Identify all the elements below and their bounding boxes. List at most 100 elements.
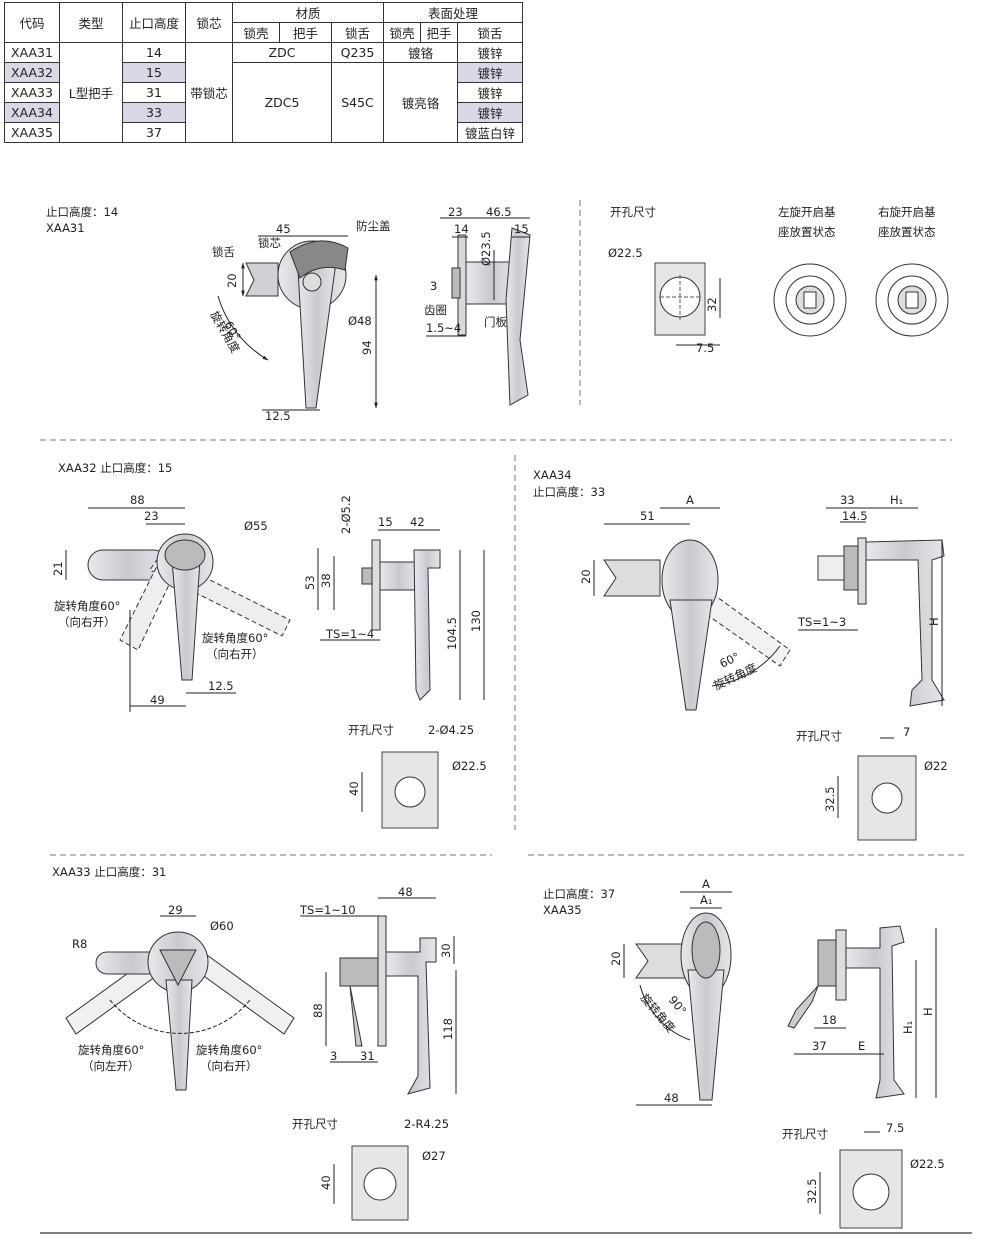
xaa33-dim-88: 88 bbox=[311, 1003, 325, 1018]
xaa34-dim-51: 51 bbox=[640, 509, 655, 523]
xaa32-dim-40: 40 bbox=[347, 781, 361, 796]
xaa35-front-dims bbox=[623, 891, 732, 1106]
xaa32-title: XAA32 止口高度：15 bbox=[58, 461, 172, 475]
xaa32-dim-21: 21 bbox=[51, 561, 65, 576]
xaa32-front-view bbox=[87, 533, 291, 681]
xaa31-label-core: 锁芯 bbox=[258, 236, 281, 250]
xaa33-dim-27: Ø27 bbox=[422, 1149, 446, 1163]
xaa32-dim-88: 88 bbox=[130, 493, 145, 507]
sub-tongue: 锁舌 bbox=[331, 22, 384, 43]
xaa35-title-code: XAA35 bbox=[543, 903, 582, 917]
xaa32-dim-49: 49 bbox=[150, 693, 165, 707]
table-row: XAA32 15 ZDC5 S45C 镀亮铬 镀锌 bbox=[4, 62, 523, 143]
col-type: 类型 bbox=[59, 2, 123, 43]
xaa35-dim-37: 37 bbox=[812, 1039, 827, 1053]
xaa32-dim-1045: 104.5 bbox=[445, 617, 459, 650]
xaa31-side-dims bbox=[426, 217, 530, 337]
xaa32-rot-left: 旋转角度60° bbox=[54, 599, 120, 613]
drawing-xaa31: 止口高度：14 XAA31 45 20 60° 旋转角度 Ø48 94 12.5… bbox=[46, 205, 949, 423]
xaa32-dim-53: 53 bbox=[303, 575, 317, 590]
drawing-xaa33: XAA33 止口高度：31 29 Ø60 R8 旋转角度60° （向左开） 旋转… bbox=[52, 865, 457, 1221]
cell-mat-tongue: S45C bbox=[331, 62, 384, 143]
cell-type: L型把手 bbox=[59, 42, 123, 143]
xaa33-cutout-label: 开孔尺寸 bbox=[292, 1117, 338, 1131]
sub-tongue-surface: 锁舌 bbox=[457, 22, 523, 43]
xaa32-side-view bbox=[361, 539, 441, 701]
xaa31-label-gear: 齿圈 bbox=[424, 303, 447, 317]
xaa33-rot-right-2: （向右开） bbox=[200, 1059, 258, 1073]
xaa31-dim-20: 20 bbox=[225, 273, 239, 288]
xaa34-cutout-hole bbox=[871, 782, 903, 814]
xaa33-rot-right: 旋转角度60° bbox=[196, 1043, 262, 1057]
cell-lock: 带锁芯 bbox=[185, 42, 233, 143]
xaa34-dim-145: 14.5 bbox=[842, 509, 868, 523]
xaa31-title-height: 止口高度：14 bbox=[46, 205, 118, 219]
xaa33-front-dims bbox=[109, 915, 251, 1034]
xaa34-front-dims bbox=[593, 507, 781, 687]
xaa33-dim-29: 29 bbox=[168, 903, 183, 917]
xaa35-dim-H: H bbox=[921, 1007, 935, 1016]
xaa33-dim-60: Ø60 bbox=[210, 919, 234, 933]
xaa31-dim-154: 1.5~4 bbox=[426, 321, 461, 335]
xaa33-dim-118: 118 bbox=[441, 1018, 455, 1040]
xaa33-dim-R8: R8 bbox=[72, 937, 87, 951]
xaa32-dim-23: 23 bbox=[144, 509, 159, 523]
xaa35-dim-20: 20 bbox=[609, 951, 623, 966]
xaa31-dim-125: 12.5 bbox=[265, 409, 291, 423]
xaa34-dim-20: 20 bbox=[579, 569, 593, 584]
xaa35-front-view bbox=[635, 912, 732, 1101]
xaa34-side-dims bbox=[798, 507, 943, 706]
xaa35-dim-75: 7.5 bbox=[886, 1121, 904, 1135]
xaa31-front-dims bbox=[217, 235, 378, 411]
xaa33-rot-left: 旋转角度60° bbox=[78, 1043, 144, 1057]
col-code: 代码 bbox=[4, 2, 60, 43]
xaa31-dim-14: 14 bbox=[454, 222, 469, 236]
xaa32-dim-130: 130 bbox=[469, 610, 483, 632]
xaa31-dim-32: 32 bbox=[705, 297, 719, 312]
xaa31-label-dust: 防尘盖 bbox=[356, 219, 391, 233]
spec-table: 代码 类型 止口高度 锁芯 材质 表面处理 锁壳 把手 锁舌 锁壳 把手 锁舌 … bbox=[4, 2, 523, 143]
xaa32-cutout-label: 开孔尺寸 bbox=[348, 723, 394, 737]
cell-height: 33 bbox=[122, 102, 186, 123]
xaa35-dim-H1: H₁ bbox=[901, 1021, 915, 1034]
sub-shell: 锁壳 bbox=[232, 22, 280, 43]
xaa31-left-base bbox=[773, 263, 847, 337]
xaa33-rot-left-2: （向左开） bbox=[82, 1059, 140, 1073]
xaa32-dim-252: 2-Ø5.2 bbox=[339, 495, 353, 534]
cell-code: XAA33 bbox=[4, 82, 60, 103]
xaa33-title: XAA33 止口高度：31 bbox=[52, 865, 166, 879]
sub-handle-surface: 把手 bbox=[420, 22, 458, 43]
xaa32-front-dims bbox=[65, 507, 236, 712]
xaa32-cutout-hole bbox=[394, 776, 426, 808]
xaa34-ts: TS=1~3 bbox=[797, 615, 846, 629]
xaa35-dim-48: 48 bbox=[664, 1091, 679, 1105]
xaa33-dim-3: 3 bbox=[330, 1049, 337, 1063]
xaa32-dim-42: 42 bbox=[410, 515, 425, 529]
drawing-xaa32: XAA32 止口高度：15 88 23 Ø55 21 49 12.5 旋转角度6… bbox=[51, 461, 487, 829]
xaa32-rot-left-2: （向右开） bbox=[58, 615, 116, 629]
xaa34-dim-33: 33 bbox=[840, 493, 855, 507]
xaa35-dim-A1: A₁ bbox=[700, 893, 712, 907]
cell-height: 31 bbox=[122, 82, 186, 103]
xaa34-dim-7: 7 bbox=[903, 725, 910, 739]
xaa35-cutout-hole bbox=[852, 1173, 890, 1211]
cell-code: XAA35 bbox=[4, 122, 60, 143]
xaa34-cutout-label: 开孔尺寸 bbox=[796, 729, 842, 743]
xaa31-dim-15: 15 bbox=[514, 222, 529, 236]
table-row: XAA35 37 镀蓝白锌 bbox=[4, 122, 523, 143]
table-header-row: 代码 类型 止口高度 锁芯 材质 表面处理 bbox=[4, 2, 523, 43]
xaa33-cutout-hole bbox=[363, 1167, 397, 1201]
cell-surf-tongue: 镀锌 bbox=[457, 102, 523, 123]
cell-surf-tongue: 镀蓝白锌 bbox=[457, 122, 523, 143]
xaa34-side-view bbox=[817, 537, 945, 707]
xaa32-ts: TS=1~4 bbox=[325, 627, 374, 641]
xaa31-title-code: XAA31 bbox=[46, 221, 85, 235]
xaa31-side-view bbox=[451, 227, 531, 406]
cell-code: XAA32 bbox=[4, 62, 60, 83]
xaa33-dim-48: 48 bbox=[398, 885, 413, 899]
xaa31-label-door: 门板 bbox=[484, 315, 507, 329]
cell-height: 37 bbox=[122, 122, 186, 143]
xaa33-side-dims bbox=[300, 897, 457, 1094]
xaa31-left-state-2: 座放置状态 bbox=[778, 225, 836, 239]
xaa35-side-view bbox=[787, 925, 905, 1099]
